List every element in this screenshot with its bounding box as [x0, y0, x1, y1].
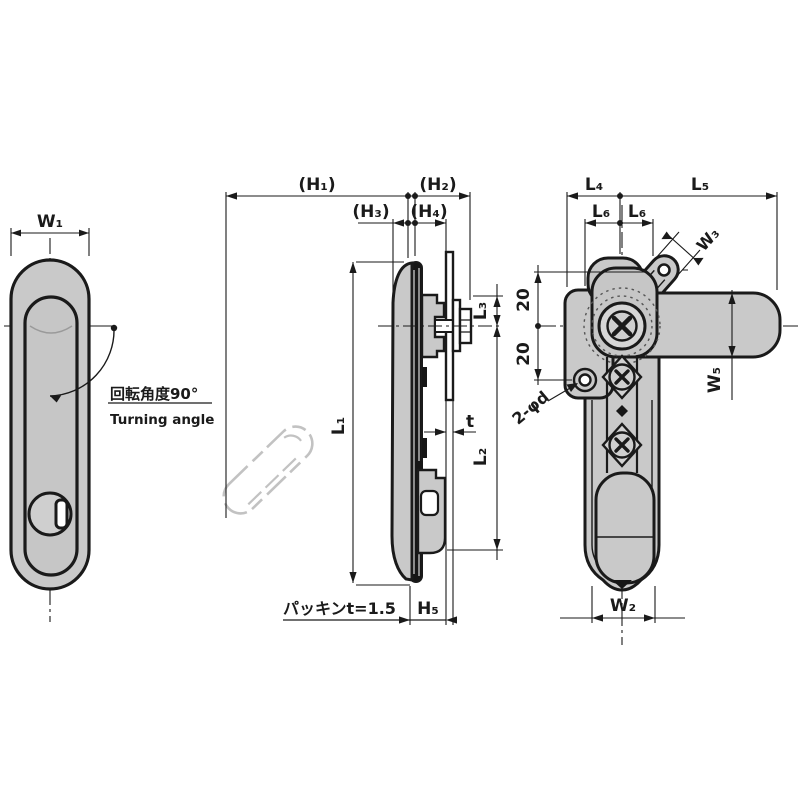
l6-dot — [617, 220, 623, 226]
dim-label-l6a: L₆ — [592, 202, 610, 222]
link-pin — [616, 405, 628, 417]
dim-label-h4: (H₄) — [410, 202, 447, 222]
body-tip-mark — [612, 580, 632, 589]
dim-label-holes: 2-φd — [508, 387, 552, 428]
dim-label-w3: W₃ — [693, 224, 724, 255]
dim-label-t: t — [466, 412, 474, 432]
dim-label-w1: W₁ — [37, 212, 63, 232]
dim-label-20b: 20 — [514, 342, 534, 366]
h1-h2-dot-b — [412, 193, 418, 199]
turning-arc — [49, 327, 115, 397]
turning-arc-arrowhead — [50, 395, 62, 403]
dim-label-w5: W₅ — [705, 367, 725, 393]
base-tab-upper — [422, 367, 427, 387]
w3-arrowhead-b — [693, 257, 704, 266]
dim-label-l5: L₅ — [691, 175, 709, 195]
handle-side-profile — [390, 261, 414, 582]
nut-facet-lines — [460, 319, 471, 333]
front-view: W₁ 回転角度90° Turning angle — [4, 212, 214, 622]
dim-label-h5: H₅ — [417, 599, 439, 619]
l4-l5-dot — [617, 193, 623, 199]
base-tab-lower — [422, 438, 427, 458]
w3-arrowhead-a — [661, 231, 672, 240]
t-arrowheads — [435, 428, 464, 436]
h1-h2-dot-a — [405, 193, 411, 199]
dim-label-l4: L₄ — [585, 175, 603, 195]
w3-extension-lines — [655, 231, 701, 277]
h3-h4-dot-b — [412, 220, 418, 226]
w2-extension-lines — [591, 586, 656, 623]
screw-upper — [608, 363, 636, 391]
dim-label-l1: L₁ — [329, 417, 349, 435]
lower-housing-window — [419, 489, 440, 517]
turning-angle-label-en: Turning angle — [110, 412, 214, 428]
pivot-hole-bottom — [578, 373, 592, 387]
l1-extension-lines — [356, 261, 410, 586]
dim20-extension-lines — [534, 271, 648, 381]
l6-extension-lines — [584, 219, 654, 286]
packing-note-label: パッキンt=1.5 — [283, 599, 396, 618]
dim-label-w2: W₂ — [610, 596, 636, 616]
side-view: (H₁) (H₂) (H₃) (H₄) L₁ L₃ L₂ t パッキンt=1.5… — [222, 175, 503, 625]
dim-label-l2: L₂ — [471, 448, 491, 466]
dim20-arrowheads — [534, 272, 542, 380]
open-handle-ghost — [222, 425, 314, 515]
keyhole-slot — [54, 498, 69, 530]
h3-h4-dot-a — [405, 220, 411, 226]
dim-label-l3: L₃ — [471, 302, 491, 320]
w3-dimension-line — [667, 234, 698, 262]
pivot-hole-top — [657, 263, 671, 277]
h3-h4-arrowheads — [393, 219, 446, 227]
grip-recess-arc — [29, 325, 73, 334]
dim20-dot — [535, 323, 541, 329]
lower-latch-tab — [415, 461, 423, 472]
center-screw-cross — [611, 315, 633, 337]
dim-label-h3: (H₃) — [352, 202, 389, 222]
holes-leader-arrowhead — [566, 383, 578, 392]
turning-angle-label-jp: 回転角度90° — [110, 385, 198, 403]
dim-label-20a: 20 — [514, 288, 534, 312]
dim-label-l6b: L₆ — [628, 202, 646, 222]
screw-lower — [608, 431, 636, 459]
l3-l2-extension-lines — [447, 295, 503, 551]
dim-label-h2: (H₂) — [419, 175, 456, 195]
bottom-lobe — [594, 471, 656, 585]
dim-label-h1: (H₁) — [298, 175, 335, 195]
rear-view: L₄ L₅ L₆ L₆ W₃ W₅ 20 20 2-φd W₂ — [508, 175, 798, 645]
